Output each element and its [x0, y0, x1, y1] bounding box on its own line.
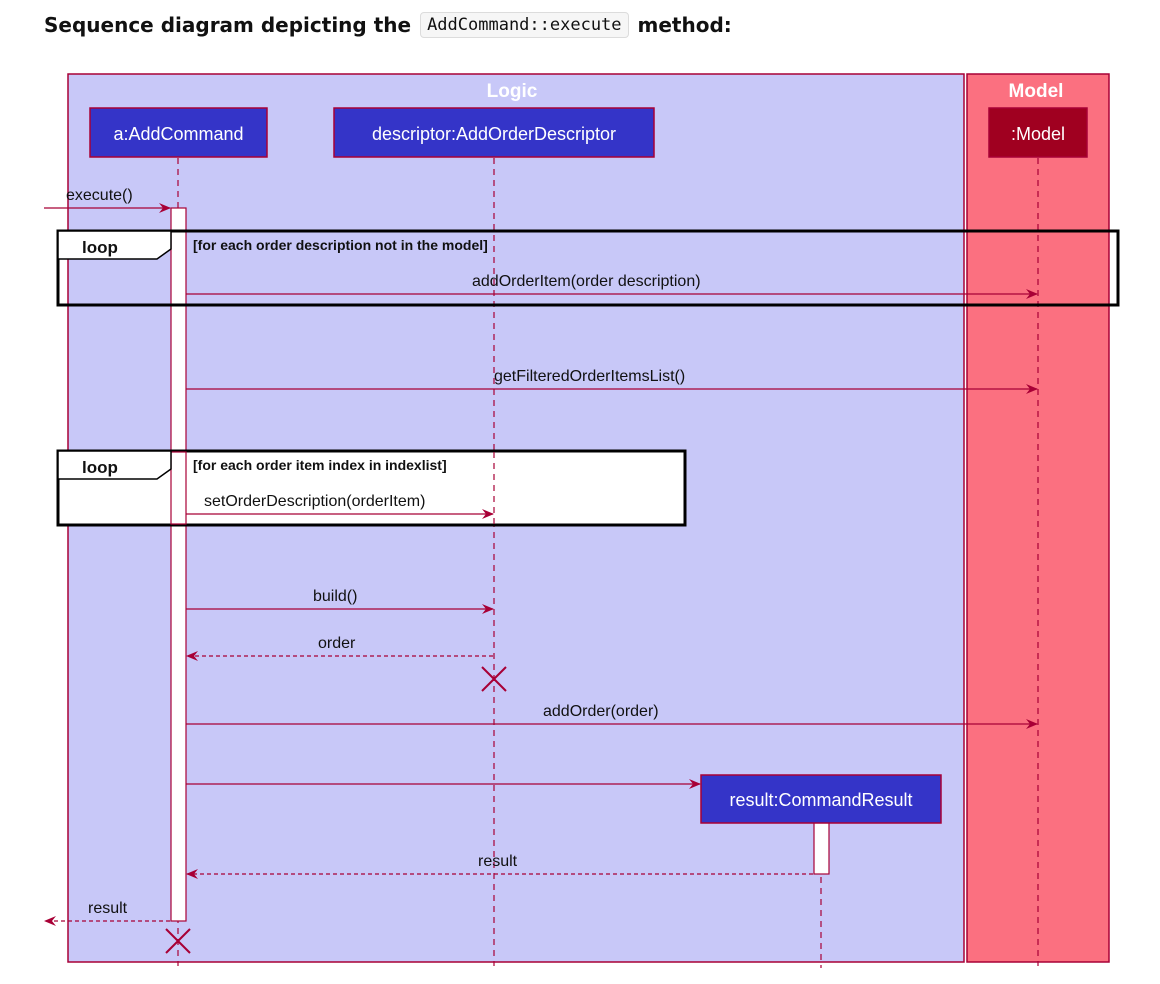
activation-add-command [170, 207, 187, 922]
message-result-return: result [478, 853, 518, 870]
message-execute: execute() [66, 187, 133, 204]
activation-result [813, 821, 830, 875]
heading-code: AddCommand::execute [420, 12, 629, 38]
heading-suffix: method: [637, 13, 732, 37]
activation-add-command-in-loop [170, 451, 187, 525]
message-build: build() [313, 588, 357, 605]
loop-fragment-1 [56, 229, 1120, 307]
loop-fragment-1-keyword: loop [82, 238, 118, 257]
message-get-filtered: getFilteredOrderItemsList() [494, 368, 685, 385]
loop-fragment-2-keyword: loop [82, 458, 118, 477]
participant-add-command: a:AddCommand [113, 124, 243, 144]
model-box [966, 73, 1110, 963]
message-set-description: setOrderDescription(orderItem) [204, 493, 425, 510]
add-command-destroy-marker [165, 928, 191, 954]
message-add-order: addOrder(order) [543, 703, 659, 720]
loop-fragment-2-guard: [for each order item index in indexlist] [193, 457, 447, 473]
message-final-return: result [88, 900, 128, 917]
page-heading: Sequence diagram depicting the AddComman… [44, 8, 732, 42]
participant-add-command-box [89, 107, 268, 158]
heading-prefix: Sequence diagram depicting the [44, 13, 412, 37]
logic-box-title: Logic [487, 81, 538, 102]
message-add-order-item: addOrderItem(order description) [472, 273, 701, 290]
participant-descriptor-box [333, 107, 655, 158]
loop-fragment-1-tab [57, 230, 172, 260]
model-box-title: Model [1009, 81, 1064, 102]
participant-result: result:CommandResult [729, 790, 912, 810]
participant-model-box [988, 107, 1088, 158]
message-order-return: order [318, 635, 356, 652]
participant-result-box [700, 774, 942, 824]
descriptor-destroy-marker [481, 666, 507, 692]
loop-fragment-2-tab [57, 450, 172, 480]
loop-fragment-1-guard: [for each order description not in the m… [193, 237, 488, 253]
participant-descriptor: descriptor:AddOrderDescriptor [372, 124, 616, 144]
participant-model: :Model [1011, 124, 1065, 144]
